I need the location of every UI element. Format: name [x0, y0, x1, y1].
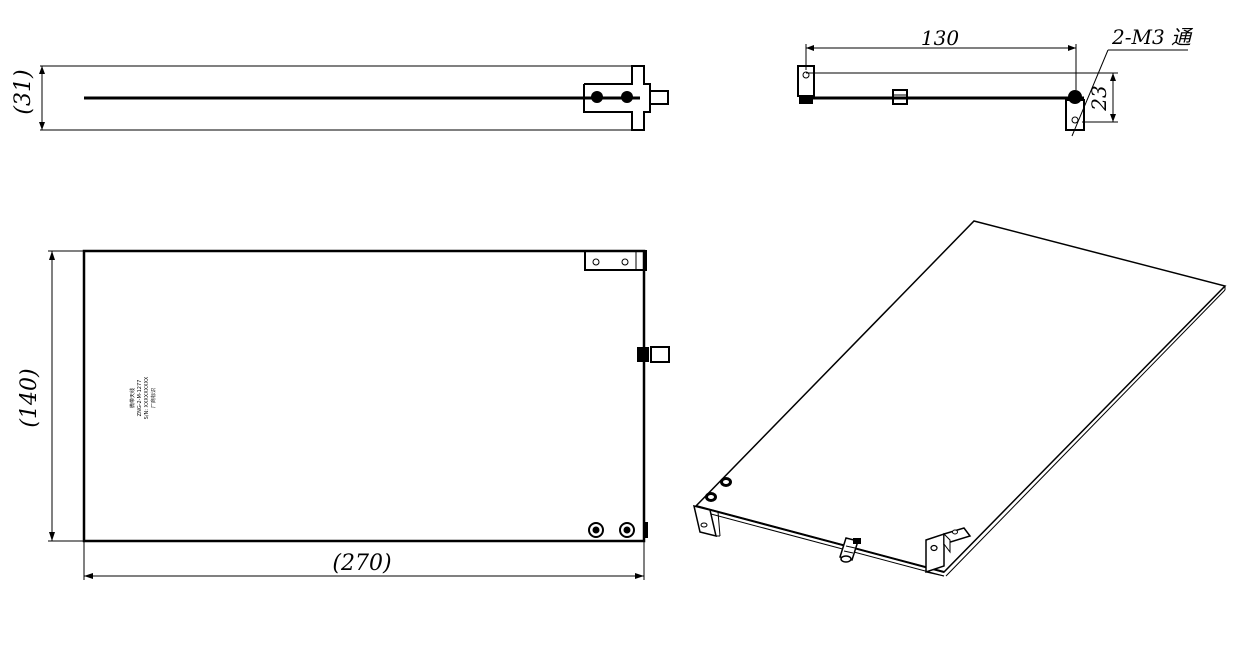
- front-view: 130 23 2-M3 通: [797, 25, 1194, 137]
- bracket-screw: [621, 91, 633, 103]
- side-view: (31): [11, 65, 669, 131]
- width-label: (270): [332, 551, 391, 576]
- arrow-head: [1110, 114, 1116, 122]
- side-height-label: (31): [11, 69, 36, 114]
- plate-label-line3: S/N: XXXXXXXXX: [144, 376, 150, 419]
- bottom-screw-head: [623, 526, 631, 534]
- iso-right-bracket: [925, 527, 972, 577]
- thread-note: 2-M3 通: [1111, 25, 1194, 49]
- bottom-screw-head: [592, 526, 600, 534]
- arrow-head: [1110, 73, 1116, 81]
- isometric-view: [692, 220, 1227, 577]
- height-label: (140): [17, 368, 42, 427]
- plate-label-line2: ZNG-2-M-1277: [137, 380, 143, 417]
- arrow-head: [39, 122, 45, 130]
- top-bracket-hole: [621, 258, 629, 266]
- arrow-head: [49, 532, 55, 541]
- top-bracket: [584, 250, 647, 271]
- side-connector: [650, 346, 670, 363]
- arrow-head: [84, 573, 93, 579]
- top-view: (140) (270) 微带天线 ZNG-2-M-1277 S/N: XXXXX…: [17, 249, 670, 580]
- bottom-screw: [619, 522, 635, 538]
- arrow-head: [635, 573, 644, 579]
- arrow-head: [806, 45, 814, 51]
- arrow-head: [39, 66, 45, 74]
- iso-front-edge: [695, 505, 945, 573]
- arrow-head: [49, 251, 55, 260]
- iso-connector: [839, 537, 861, 563]
- side-view-connector: [649, 90, 669, 105]
- plate-label-line4: 厂商标识: [150, 388, 157, 408]
- left-bracket: [797, 65, 815, 97]
- plate-outline: [82, 249, 646, 543]
- plate-label: 微带天线 ZNG-2-M-1277 S/N: XXXXXXXXX 厂商标识: [129, 376, 157, 419]
- bracket-screw: [591, 91, 603, 103]
- iso-front-edge-lower: [695, 509, 945, 577]
- left-bracket-base: [799, 96, 813, 104]
- bottom-bracket-edge: [644, 522, 648, 538]
- iso-edge: [945, 289, 1226, 577]
- top-bracket-hole: [592, 258, 600, 266]
- iso-bracket-hole: [700, 522, 708, 528]
- hole-spacing-label: 130: [921, 26, 959, 50]
- arrow-head: [1068, 45, 1076, 51]
- iso-bracket-edge: [709, 509, 719, 513]
- iso-screw-slot: [708, 495, 714, 499]
- bracket-height-label: 23: [1087, 85, 1111, 111]
- right-bracket-hole: [1071, 116, 1079, 124]
- right-bracket-screw: [1068, 90, 1082, 104]
- plate-label-line1: 微带天线: [129, 388, 136, 408]
- bottom-screw: [588, 522, 604, 538]
- iso-plate-top: [694, 220, 1227, 573]
- front-connector: [892, 89, 908, 105]
- side-view-bracket: [583, 65, 651, 131]
- iso-screw-slot: [723, 480, 729, 484]
- iso-bracket-edge: [717, 511, 721, 537]
- left-bracket-hole: [802, 71, 810, 79]
- side-connector-nut: [637, 347, 649, 362]
